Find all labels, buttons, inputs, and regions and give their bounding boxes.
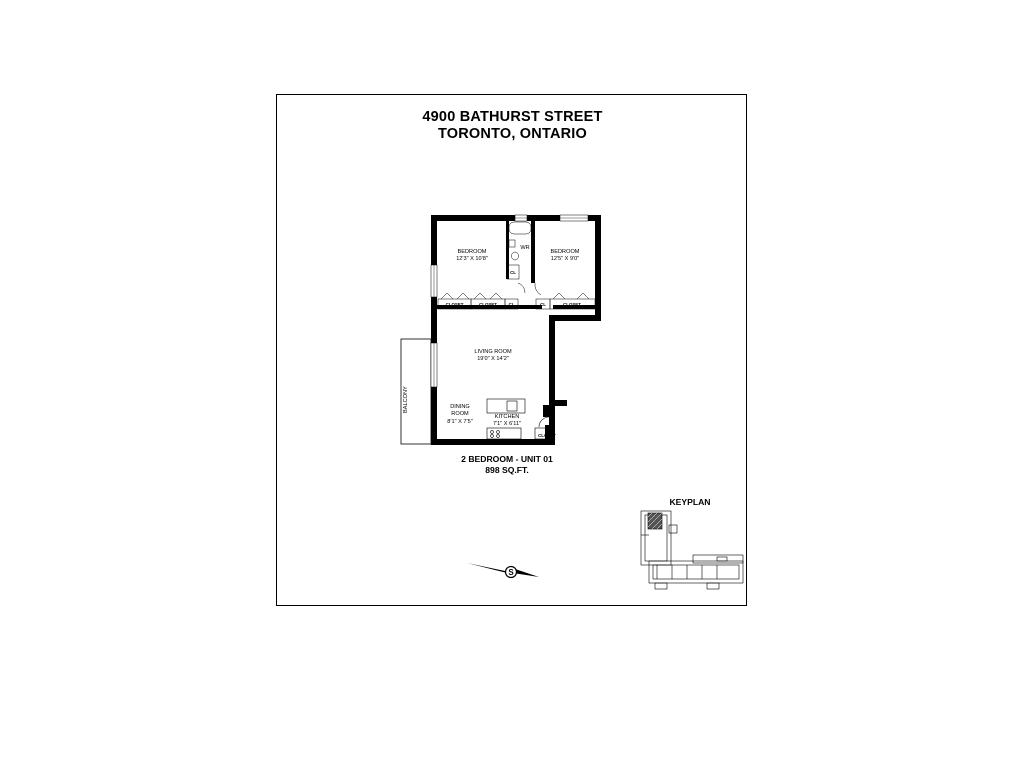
closet-label-2: CLOSET	[479, 302, 497, 307]
north-arrow-icon: S	[467, 563, 539, 579]
floor-plan-drawing: BALCONY	[400, 214, 744, 590]
dining-room-name-line2: ROOM	[451, 411, 469, 417]
floorplan-sheet: 4900 BATHURST STREET TORONTO, ONTARIO BA…	[276, 94, 747, 606]
washroom-label: WR	[520, 245, 529, 251]
dining-room-size: 8'1" X 7'5"	[447, 419, 472, 425]
closet-partitions	[437, 282, 596, 310]
windows	[430, 214, 589, 388]
window-lines	[433, 217, 588, 387]
bedroom-left-size: 12'3" X 10'8"	[456, 256, 488, 262]
dining-room-name-line1: DINING	[450, 404, 470, 410]
bedroom-right-size: 12'5" X 9'0"	[551, 256, 580, 262]
keyplan-hatch	[647, 512, 663, 530]
closet-label-right: CLOSET	[563, 302, 581, 307]
washroom-fixtures	[506, 221, 532, 280]
living-room-size: 19'0" X 14'2"	[477, 356, 509, 362]
keyplan-diagram	[640, 510, 744, 590]
unit-type: 2 BEDROOM - UNIT 01	[461, 454, 553, 464]
unit-area: 898 SQ.FT.	[485, 465, 528, 475]
bedroom-left-name: BEDROOM	[458, 249, 487, 255]
closet-label-cl-hall: CL	[509, 302, 515, 307]
keyplan-unit-highlight	[647, 512, 663, 530]
building-address: 4900 BATHURST STREET	[422, 109, 603, 125]
closet-label-cl-wr: CL	[510, 270, 516, 275]
building-city: TORONTO, ONTARIO	[437, 126, 587, 142]
keyplan-label: KEYPLAN	[669, 497, 710, 507]
bedroom-right-name: BEDROOM	[551, 249, 580, 255]
closet-label-kitchen: CLOSET	[538, 433, 556, 438]
kitchen-size: 7'1" X 6'11"	[493, 421, 521, 427]
balcony-label: BALCONY	[403, 386, 409, 413]
kitchen-name: KITCHEN	[495, 414, 520, 420]
kitchen-counters	[486, 398, 550, 440]
closet-label-1: CLOSET	[446, 302, 464, 307]
svg-text:S: S	[508, 568, 514, 577]
living-room-name: LIVING ROOM	[474, 349, 512, 355]
closet-label-cl-right: CL	[540, 302, 546, 307]
